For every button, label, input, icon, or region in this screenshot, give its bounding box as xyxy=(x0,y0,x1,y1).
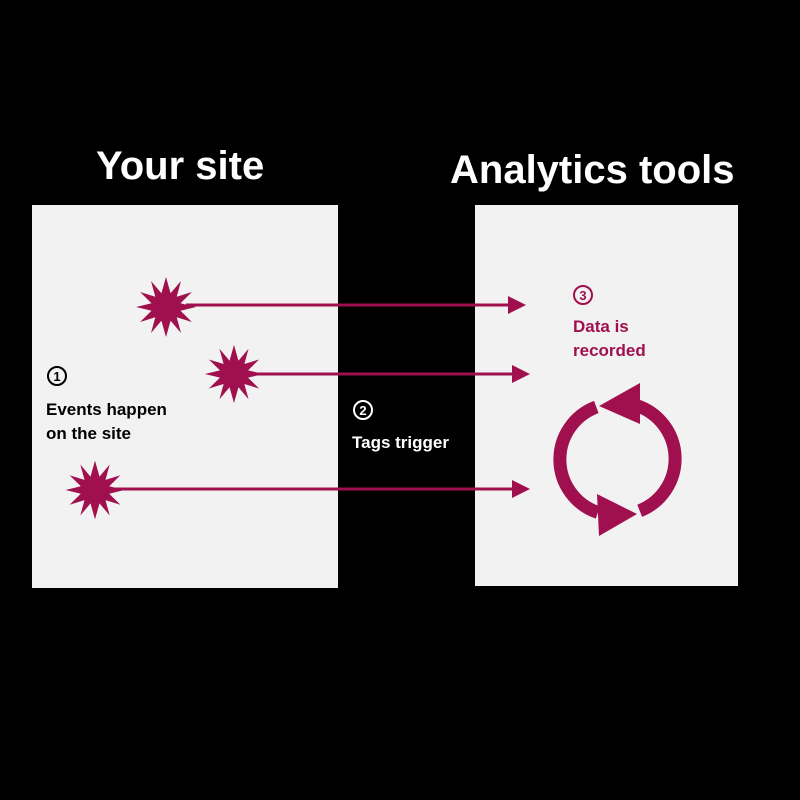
step-1-label-line: on the site xyxy=(46,424,132,443)
event-arrow-1 xyxy=(186,296,526,314)
step-3-label: Data is recorded xyxy=(573,315,646,363)
arrow-icon xyxy=(512,365,530,383)
step-2-number-badge: 2 xyxy=(353,400,373,420)
starburst-icon xyxy=(136,277,196,337)
analytics-tools-heading: Analytics tools xyxy=(450,148,735,192)
step-3-label-line: recorded xyxy=(573,341,646,360)
arrow-icon xyxy=(508,296,526,314)
step-3-label-line: Data is xyxy=(573,317,629,336)
starburst-icon xyxy=(65,460,125,520)
step-1-label-line: Events happen xyxy=(46,400,167,419)
step-1-number-badge: 1 xyxy=(47,366,67,386)
event-arrow-3 xyxy=(112,480,530,498)
refresh-cycle-icon xyxy=(553,383,682,536)
your-site-panel xyxy=(32,205,338,588)
step-2-label: Tags trigger xyxy=(352,431,449,455)
step-1-label: Events happen on the site xyxy=(46,398,167,446)
your-site-heading: Your site xyxy=(96,144,265,188)
starburst-icon xyxy=(204,344,264,404)
arrow-icon xyxy=(512,480,530,498)
step-2-label-line: Tags trigger xyxy=(352,433,449,452)
step-3-number-badge: 3 xyxy=(573,285,593,305)
event-arrow-2 xyxy=(250,365,530,383)
